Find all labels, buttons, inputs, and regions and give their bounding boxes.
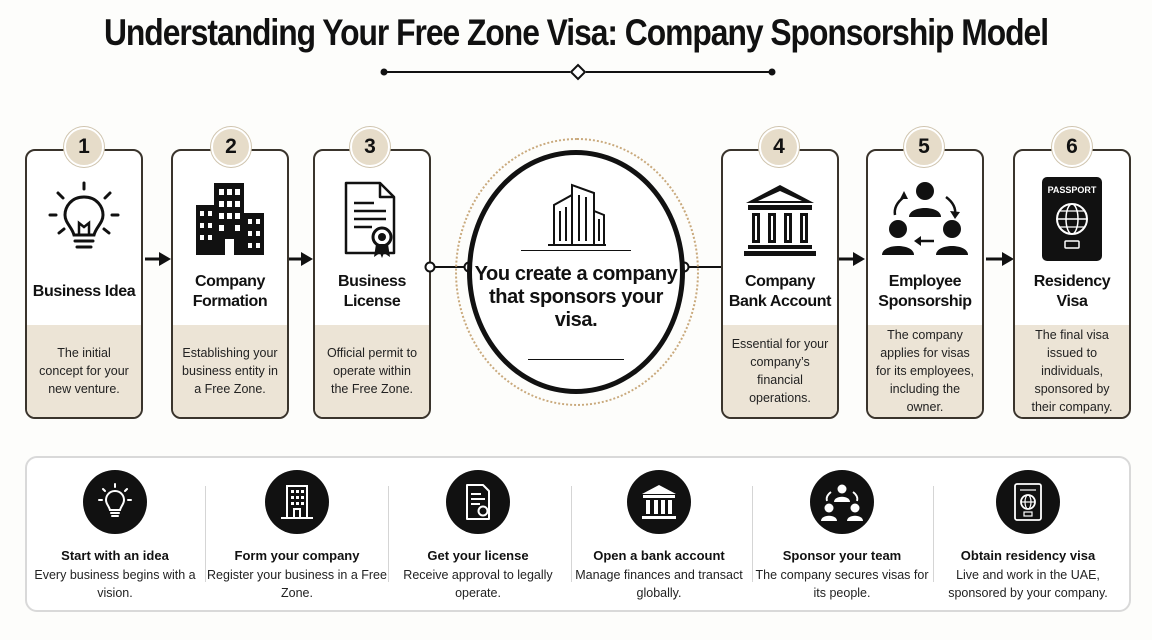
summary-heading: Obtain residency visa [960,548,1096,563]
summary-description: Every business begins with a vision. [34,568,196,600]
passport-icon [996,470,1060,534]
arrow-right-icon [145,252,171,266]
divider [571,486,572,582]
step-heading: Business License [338,273,406,310]
passport-label: PASSPORT [1048,185,1097,195]
summary-description: The company secures visas for its people… [755,568,929,600]
divider [205,486,206,582]
lightbulb-icon [27,179,141,259]
summary-heading: Start with an idea [61,548,169,563]
step-description: The initial concept for your new venture… [27,325,141,417]
passport-icon: PASSPORT [1015,177,1129,261]
bank-icon [723,179,837,259]
summary-heading: Get your license [427,548,529,563]
arrow-right-icon [837,252,865,266]
step-card-employee-sponsorship: Employee Sponsorship The company applies… [866,149,984,419]
page-title: Understanding Your Free Zone Visa: Compa… [103,12,1049,53]
step-description: Essential for your company’s financial o… [723,325,837,417]
divider [388,486,389,582]
step-heading: Employee Sponsorship [878,273,972,310]
building-icon [265,470,329,534]
step-card-business-idea: Business Idea The initial concept for yo… [25,149,143,419]
summary-item-sponsor: Sponsor your team The company secures vi… [752,470,932,600]
summary-description: Receive approval to legally operate. [403,568,553,600]
step-card-residency-visa: PASSPORT Residency Visa The final visa i… [1013,149,1131,419]
divider [933,486,934,582]
step-card-business-license: Business License Official permit to oper… [313,149,431,419]
step-number-badge: 6 [1052,127,1092,167]
lightbulb-icon [83,470,147,534]
step-description: The company applies for visas for its em… [868,325,982,417]
summary-description: Manage finances and transact globally. [575,568,743,600]
divider [752,486,753,582]
step-heading: Business Idea [32,283,136,300]
central-hub: You create a company that sponsors your … [467,150,685,394]
step-number-badge: 1 [64,127,104,167]
summary-item-license: Get your license Receive approval to leg… [388,470,568,600]
step-card-company-formation: Company Formation Establishing your busi… [171,149,289,419]
step-heading: Company Formation [192,273,268,310]
license-document-icon [315,179,429,259]
arrow-right-icon [289,252,313,266]
summary-item-residency: Obtain residency visa Live and work in t… [938,470,1118,600]
summary-item-company: Form your company Register your business… [207,470,387,600]
step-description: Establishing your business entity in a F… [173,325,287,417]
summary-item-idea: Start with an idea Every business begins… [25,470,205,600]
people-cycle-icon [810,470,874,534]
summary-heading: Open a bank account [593,548,725,563]
title-divider [380,63,776,81]
step-description: The final visa issued to individuals, sp… [1015,325,1129,417]
hub-rule [528,359,624,360]
summary-heading: Sponsor your team [782,548,902,563]
people-cycle-icon [868,179,982,259]
office-building-icon [548,183,606,246]
step-number-badge: 3 [350,127,390,167]
step-number-badge: 4 [759,127,799,167]
arrow-right-icon [986,252,1014,266]
buildings-icon [173,179,287,259]
hub-rule [521,250,631,251]
step-number-badge: 2 [211,127,251,167]
summary-panel [25,456,1131,612]
step-number-badge: 5 [904,127,944,167]
step-card-company-bank-account: Company Bank Account Essential for your … [721,149,839,419]
summary-item-bank: Open a bank account Manage finances and … [569,470,749,600]
summary-description: Register your business in a Free Zone. [207,568,387,600]
summary-description: Live and work in the UAE, sponsored by y… [948,568,1108,600]
step-heading: Residency Visa [1033,273,1111,310]
step-description: Official permit to operate within the Fr… [315,325,429,417]
summary-heading: Form your company [234,548,360,563]
hub-statement: You create a company that sponsors your … [474,263,678,331]
bank-icon [627,470,691,534]
hub-dotted-ring [455,138,699,406]
step-heading: Company Bank Account [728,273,832,310]
license-document-icon [446,470,510,534]
